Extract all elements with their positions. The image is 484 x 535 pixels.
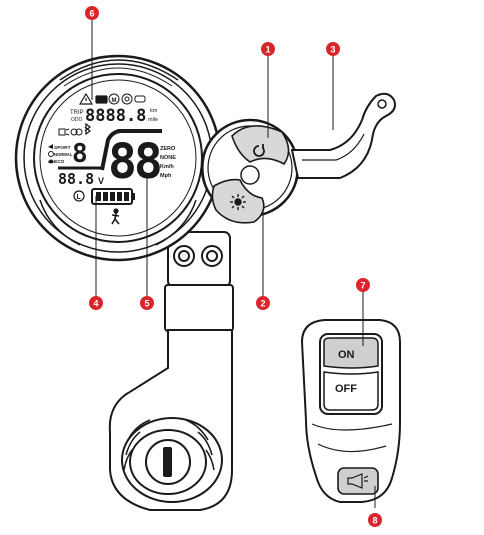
off-button[interactable]: OFF — [323, 371, 379, 411]
callout-1-number: 1 — [266, 44, 271, 54]
warning-icon — [78, 92, 94, 105]
sport-label: SPORT — [54, 145, 71, 151]
brake-icon — [121, 93, 133, 105]
light-icon — [58, 128, 70, 136]
normal-mode-indicator: NORMAL — [48, 151, 73, 157]
throttle-icon — [134, 95, 146, 103]
battery-icon — [91, 188, 135, 205]
speed-value: 88 — [108, 134, 160, 190]
key-slot-icon — [163, 447, 172, 477]
callout-8-number: 8 — [373, 515, 378, 525]
trip-label: TRIP — [70, 110, 84, 116]
svg-text:M: M — [112, 98, 117, 104]
screw-left-icon — [173, 245, 195, 267]
callout-6-number: 6 — [90, 8, 95, 18]
callout-2-number: 2 — [261, 298, 266, 308]
lock-letter: L — [77, 194, 82, 201]
throttle-pivot-icon — [377, 99, 387, 109]
voltage-value: 88.8 — [58, 170, 94, 188]
motor-m-icon: M — [108, 93, 120, 105]
eco-mode-indicator: ECO — [48, 159, 65, 165]
callout-7: 7 — [356, 278, 370, 292]
on-label: ON — [338, 349, 355, 361]
odo-label: ODO — [71, 117, 83, 123]
speed-arc-bar — [100, 129, 121, 171]
headlight-status-icon — [95, 95, 108, 104]
lock-indicator-icon: L — [73, 190, 85, 202]
horn-button[interactable] — [337, 467, 379, 495]
km-unit: km — [150, 108, 158, 114]
voltage-unit: V — [98, 176, 104, 186]
light-button[interactable] — [211, 178, 265, 224]
off-label: OFF — [335, 383, 357, 395]
throttle-lever[interactable] — [290, 92, 396, 179]
lock-grip-ribs — [123, 419, 215, 471]
walk-assist-icon — [111, 208, 120, 225]
sport-mode-indicator: SPORT — [48, 144, 71, 151]
power-icon — [253, 144, 265, 157]
callout-6: 6 — [85, 6, 99, 20]
cruise-icon — [70, 128, 83, 136]
sun-icon — [230, 194, 246, 210]
normal-label: NORMAL — [54, 152, 73, 157]
mode-none-label: NONE — [160, 155, 176, 161]
callout-7-number: 7 — [361, 280, 366, 290]
pas-level-value: 8 — [72, 139, 88, 169]
speed-unit-mph: Mph — [160, 173, 172, 179]
callout-5-number: 5 — [145, 298, 150, 308]
callout-8: 8 — [368, 513, 382, 527]
bluetooth-icon — [84, 122, 91, 136]
eco-label: ECO — [54, 159, 65, 165]
callout-1: 1 — [261, 42, 275, 56]
speed-unit-kmh: Km/h — [160, 164, 174, 170]
horn-icon — [347, 473, 369, 489]
mode-zero-label: ZERO — [160, 146, 176, 152]
control-center-nub — [240, 165, 260, 185]
callout-2: 2 — [256, 296, 270, 310]
callout-5: 5 — [140, 296, 154, 310]
callout-4: 4 — [89, 296, 103, 310]
odometer-value: 8888.8 — [85, 106, 146, 126]
callout-3-number: 3 — [331, 44, 336, 54]
power-button[interactable] — [231, 125, 290, 166]
on-button[interactable]: ON — [323, 337, 379, 369]
callout-3: 3 — [326, 42, 340, 56]
callout-4-number: 4 — [94, 298, 99, 308]
callout-leaders — [91, 20, 376, 508]
mile-unit: mile — [148, 117, 158, 123]
screw-right-icon — [201, 245, 223, 267]
